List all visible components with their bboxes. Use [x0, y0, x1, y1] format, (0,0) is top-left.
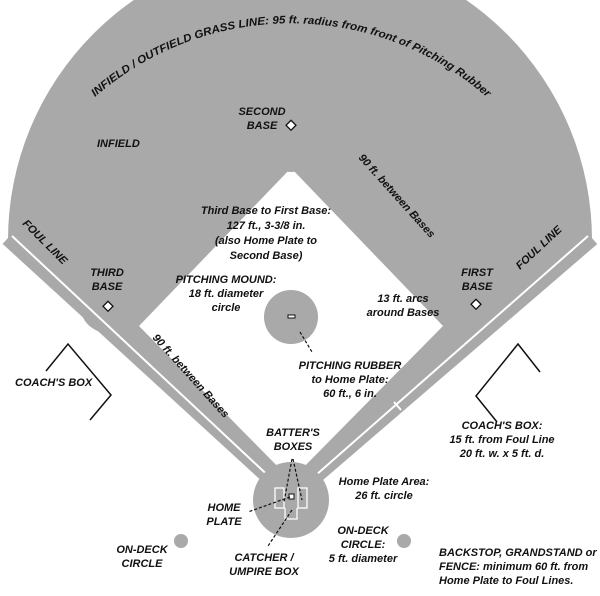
first-base	[470, 298, 482, 311]
third-base	[102, 300, 114, 313]
foul-line-left	[11, 235, 292, 498]
second-base-arc	[263, 116, 319, 172]
batters-box-left	[274, 487, 285, 509]
on-deck-circle-right	[397, 534, 411, 548]
diagonal-label: Third Base to First Base:127 ft., 3-3/8 …	[201, 205, 332, 262]
on-deck-circle-left	[174, 534, 188, 548]
home-area-label: Home Plate Area:26 ft. circle	[339, 476, 430, 502]
leader-lines	[247, 331, 313, 547]
infield-label: INFIELD	[97, 138, 140, 150]
foul-line-right	[290, 235, 589, 498]
home-plate-area	[253, 462, 329, 538]
second-base	[285, 119, 297, 132]
catcher-box	[284, 508, 298, 520]
catcher-box-label: CATCHER /UMPIRE BOX	[229, 552, 299, 578]
pitching-rubber	[287, 314, 296, 319]
running-lane-mark	[393, 401, 402, 411]
batters-box-right	[297, 487, 308, 509]
coach-box-left	[45, 342, 112, 421]
coach-box-left-label: COACH'S BOX	[15, 377, 93, 389]
home-plate	[288, 493, 295, 500]
coach-box-right	[475, 342, 541, 423]
